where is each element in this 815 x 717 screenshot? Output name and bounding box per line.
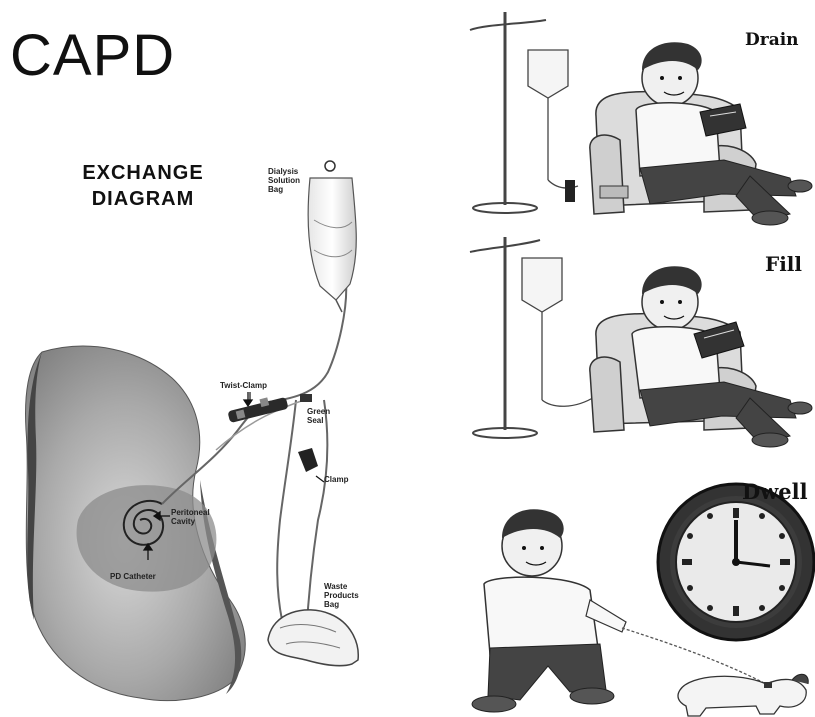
dwell-panel (472, 484, 814, 716)
fill-panel (470, 237, 812, 447)
fill-title: Fill (765, 252, 802, 276)
dwell-title: Dwell (742, 479, 808, 504)
drain-title: Drain (745, 30, 799, 50)
